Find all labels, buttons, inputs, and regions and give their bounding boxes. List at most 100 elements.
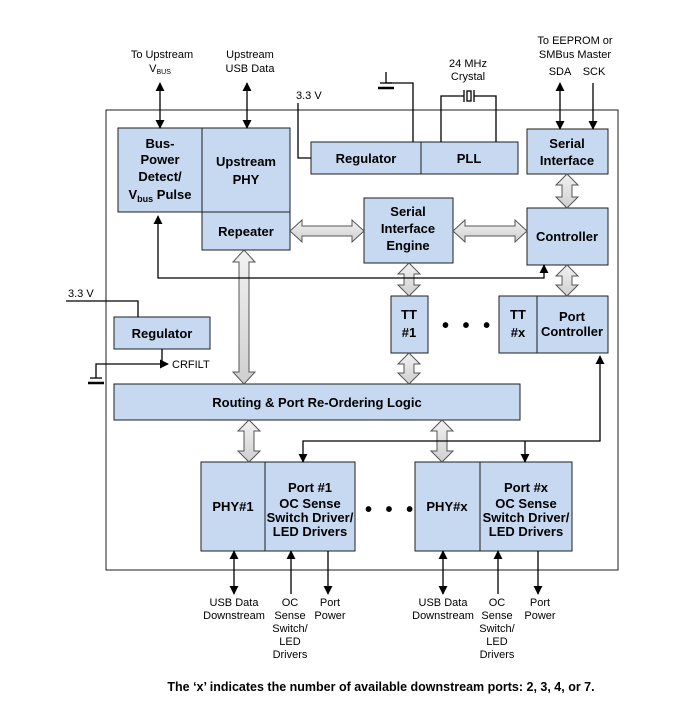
port1-line4: LED Drivers — [273, 524, 347, 539]
upstream-usb-line1: Upstream — [226, 49, 274, 61]
portx-line1: Port #x — [504, 480, 549, 495]
crfilt-line — [95, 349, 163, 378]
vbus-v: V — [149, 63, 157, 75]
port-ellipsis: • • • — [365, 499, 417, 521]
v33-left-label: 3.3 V — [68, 288, 94, 300]
v33-left-line — [66, 300, 139, 317]
serial-interface-line2: Interface — [540, 153, 594, 168]
v33-top-line — [297, 103, 311, 159]
crystal-icon — [463, 90, 475, 102]
ocx-line4: LED — [486, 636, 507, 648]
upstream-usb-line2: USB Data — [226, 63, 276, 75]
upstream-phy-block: Upstream PHY — [201, 127, 291, 213]
vbus-label: VBUS — [149, 63, 171, 76]
serial-interface-engine-block: Serial Interface Engine — [363, 197, 454, 264]
bus-power-line1: Bus- — [146, 136, 175, 151]
oc1-line1: OC — [282, 597, 299, 609]
port-controller-block: Port Controller — [536, 295, 609, 354]
portx-line4: LED Drivers — [489, 524, 563, 539]
routing-logic-block: Routing & Port Re-Ordering Logic — [113, 383, 521, 421]
pp1-line2: Power — [314, 610, 346, 622]
signal-lines — [66, 82, 605, 595]
ocx-line2: Sense — [481, 610, 512, 622]
diagram-caption: The ‘x’ indicates the number of availabl… — [167, 680, 594, 694]
upstream-phy-line2: PHY — [233, 172, 260, 187]
port-controller-line2: Controller — [541, 324, 603, 339]
ground-icon-left — [88, 377, 104, 385]
controller-label: Controller — [536, 229, 598, 244]
portx-block: Port #x OC Sense Switch Driver/ LED Driv… — [479, 461, 573, 552]
bus-power-line3: Detect/ — [138, 169, 182, 184]
oc1-line4: LED — [279, 636, 300, 648]
port1-line1: Port #1 — [288, 480, 332, 495]
vbus-sub: BUS — [156, 69, 171, 76]
bus-repeater-sie — [289, 218, 365, 244]
ttx-line2: #x — [511, 325, 526, 340]
usb-down1-line1: USB Data — [210, 597, 260, 609]
regulator-ground-line — [386, 82, 414, 142]
eeprom-line1: To EEPROM or — [537, 35, 613, 47]
regulator-top-label: Regulator — [336, 151, 397, 166]
tt-ellipsis: • • • — [442, 315, 494, 337]
sie-line2: Interface — [381, 221, 435, 236]
port1-line2: OC Sense — [279, 496, 340, 511]
port1-line3: Switch Driver/ — [267, 510, 354, 525]
portx-line2: OC Sense — [495, 496, 556, 511]
regulator-left-block: Regulator — [113, 316, 211, 350]
controller-block: Controller — [526, 207, 609, 266]
ttx-line1: TT — [510, 307, 526, 322]
crystal-line2: Crystal — [451, 71, 485, 83]
usb-down1-line2: Downstream — [203, 610, 265, 622]
oc1-line3: Switch/ — [272, 623, 308, 635]
usb-downx-line2: Downstream — [412, 610, 474, 622]
routing-label: Routing & Port Re-Ordering Logic — [212, 395, 421, 410]
regulator-left-label: Regulator — [132, 326, 193, 341]
serial-interface-line1: Serial — [549, 136, 584, 151]
phyx-block: PHY#x — [414, 461, 481, 552]
phy1-label: PHY#1 — [212, 499, 253, 514]
ocx-line3: Switch/ — [479, 623, 515, 635]
bus-power-sub: bus — [137, 194, 153, 204]
pll-label: PLL — [457, 151, 482, 166]
upstream-phy-line1: Upstream — [216, 154, 276, 169]
sie-line1: Serial — [390, 204, 425, 219]
crystal-right-line — [474, 95, 497, 142]
pp1-line1: Port — [320, 597, 340, 609]
buspower-controller-line — [153, 215, 549, 279]
bus-repeater-routing — [231, 249, 257, 385]
tt1-line2: #1 — [402, 325, 416, 340]
ttx-block: TT #x — [498, 295, 538, 354]
ocx-line1: OC — [489, 597, 506, 609]
eeprom-line2: SMBus Master — [539, 49, 611, 61]
portctrl-ports-line — [298, 355, 605, 463]
ground-icon-top — [378, 72, 394, 90]
bus-power-v: V — [129, 187, 138, 202]
bus-power-line2: Power — [140, 152, 179, 167]
bus-power-pulse: Pulse — [153, 187, 191, 202]
to-upstream-label: To Upstream — [131, 49, 193, 61]
regulator-top-block: Regulator — [310, 141, 422, 175]
tt1-line1: TT — [401, 307, 417, 322]
bus-controller-portctrl — [554, 264, 580, 297]
ppx-line2: Power — [524, 610, 556, 622]
sck-label: SCK — [583, 66, 606, 78]
sda-label: SDA — [549, 66, 572, 78]
portx-line3: Switch Driver/ — [483, 510, 570, 525]
repeater-block: Repeater — [201, 211, 291, 251]
chip-outline — [105, 109, 619, 571]
phyx-label: PHY#x — [426, 499, 468, 514]
pll-block: PLL — [420, 141, 519, 175]
bus-sie-controller — [452, 218, 528, 244]
ppx-line1: Port — [530, 597, 550, 609]
bus-tt1-routing — [396, 352, 422, 385]
bus-power-line4: Vbus Pulse — [129, 187, 192, 204]
crfilt-label: CRFILT — [172, 359, 210, 371]
crystal-line1: 24 MHz — [449, 58, 487, 70]
usb-downx-line1: USB Data — [419, 597, 469, 609]
ocx-line5: Drivers — [480, 649, 515, 661]
bus-power-detect-block: Bus- Power Detect/ Vbus Pulse — [117, 127, 203, 213]
bus-serial-controller — [554, 173, 580, 209]
oc1-line2: Sense — [274, 610, 305, 622]
tt1-block: TT #1 — [390, 295, 429, 354]
